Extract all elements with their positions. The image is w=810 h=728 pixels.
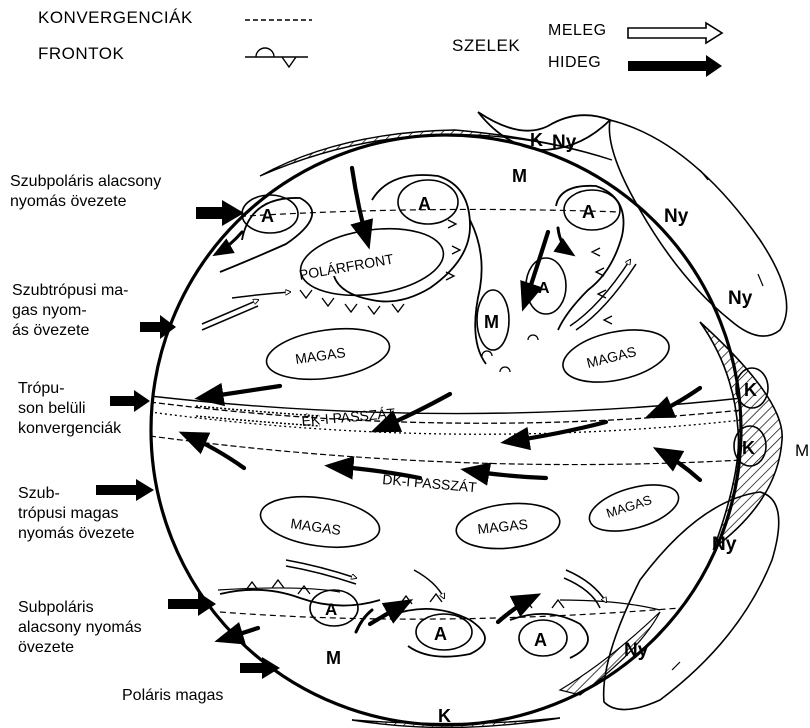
- west-label-1: Ny: [552, 132, 577, 153]
- high-label-4: MAGAS: [477, 516, 529, 537]
- west-label-2: Ny: [664, 206, 689, 227]
- low-label-4: A: [538, 280, 550, 297]
- high-cell-label-2: M: [512, 166, 527, 186]
- low-label-5: A: [325, 600, 337, 619]
- se-trade-label: DK-I PASSZÁT: [382, 471, 478, 495]
- cold-wind-arrows: [184, 168, 700, 640]
- low-label-7: A: [534, 630, 547, 650]
- west-label-5: Ny: [624, 640, 649, 661]
- high-cell-label-3: M: [326, 648, 341, 668]
- west-label-3: Ny: [728, 288, 753, 309]
- legend-warm-wind-arrow: [628, 23, 722, 43]
- polar-front-label: POLÁRFRONT: [298, 251, 395, 283]
- low-label-3: A: [582, 202, 595, 222]
- globe-text-labels: POLÁRFRONT ÉK-I PASSZÁT DK-I PASSZÁT MAG…: [261, 130, 757, 726]
- legend-front-symbol: [245, 48, 308, 67]
- low-label-2: A: [418, 194, 431, 214]
- east-label-3: K: [742, 438, 755, 458]
- east-label-1: K: [530, 130, 543, 150]
- east-label-2: K: [744, 380, 757, 400]
- east-label-4: K: [438, 706, 451, 726]
- high-label-1: MAGAS: [294, 344, 346, 367]
- high-cell-label-1: M: [484, 312, 499, 332]
- legend-cold-wind-arrow: [628, 55, 722, 77]
- high-label-2: MAGAS: [585, 343, 638, 371]
- low-label-6: A: [434, 624, 447, 644]
- west-label-4: Ny: [712, 534, 737, 555]
- low-label-1: A: [261, 206, 274, 226]
- high-label-5: MAGAS: [604, 492, 654, 521]
- side-pointer-arrows: [96, 200, 280, 679]
- high-label-3: MAGAS: [290, 515, 342, 538]
